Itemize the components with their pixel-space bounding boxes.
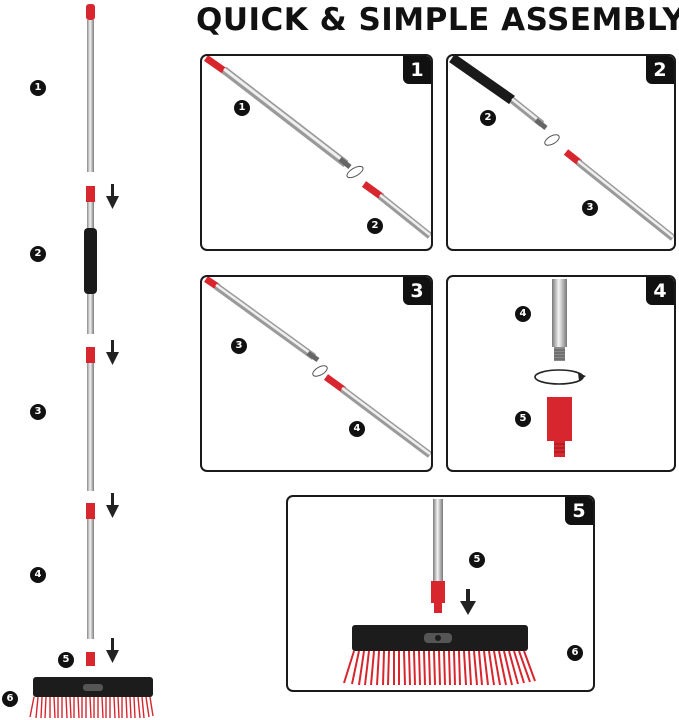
- down-arrows: [106, 184, 119, 663]
- panel5-marker-6: 6: [567, 645, 583, 661]
- panel-badge-5: 5: [565, 497, 593, 525]
- connector-2: [86, 186, 95, 202]
- panel-badge-2: 2: [646, 56, 674, 84]
- step-marker-4: 4: [30, 567, 46, 583]
- panel4-marker-4: 4: [515, 306, 531, 322]
- panel-badge-3: 3: [403, 277, 431, 305]
- pole-section-4: [87, 519, 94, 639]
- panel3-marker-4: 4: [349, 421, 365, 437]
- exploded-view: 1 2 3 4 5 6: [0, 0, 190, 720]
- step-marker-6: 6: [2, 691, 18, 707]
- panel-badge-4: 4: [646, 277, 674, 305]
- page-title: QUICK & SIMPLE ASSEMBLY: [196, 2, 679, 38]
- step-marker-5: 5: [58, 652, 74, 668]
- assembly-panel-1: 1 2 1: [200, 54, 433, 251]
- hang-cap: [86, 4, 95, 20]
- pole-section-1: [87, 20, 94, 172]
- panel-badge-1: 1: [403, 56, 431, 84]
- connector-4: [86, 503, 95, 519]
- step-marker-2: 2: [30, 246, 46, 262]
- exploded-view-drawing: [29, 4, 154, 719]
- connector-3: [86, 347, 95, 363]
- panel2-marker-3: 3: [582, 200, 598, 216]
- broom-head-large: [343, 625, 536, 686]
- broom-head-small: [29, 677, 154, 719]
- red-adapter: [547, 397, 572, 441]
- pole-section-2: [87, 294, 94, 334]
- rotate-icon: [534, 369, 584, 385]
- adapter: [86, 652, 95, 666]
- assembly-panel-2: 2 3 2: [446, 54, 676, 251]
- adapter-red: [431, 581, 445, 603]
- panel5-marker-5: 5: [469, 552, 485, 568]
- panel2-marker-2: 2: [480, 110, 496, 126]
- foam-grip: [84, 228, 97, 294]
- assembly-panel-4: 4 5 4: [446, 275, 676, 472]
- pole-end: [552, 279, 567, 347]
- panel1-marker-2: 2: [367, 218, 383, 234]
- pole-section-3: [87, 363, 94, 491]
- step-marker-3: 3: [30, 404, 46, 420]
- panel3-marker-3: 3: [231, 338, 247, 354]
- step-marker-1: 1: [30, 80, 46, 96]
- panel4-marker-5: 5: [515, 411, 531, 427]
- assembly-panel-5: 5 6 5: [286, 495, 595, 692]
- down-arrow: [460, 601, 476, 615]
- assembly-panel-3: 3 4 3: [200, 275, 433, 472]
- panel1-marker-1: 1: [234, 100, 250, 116]
